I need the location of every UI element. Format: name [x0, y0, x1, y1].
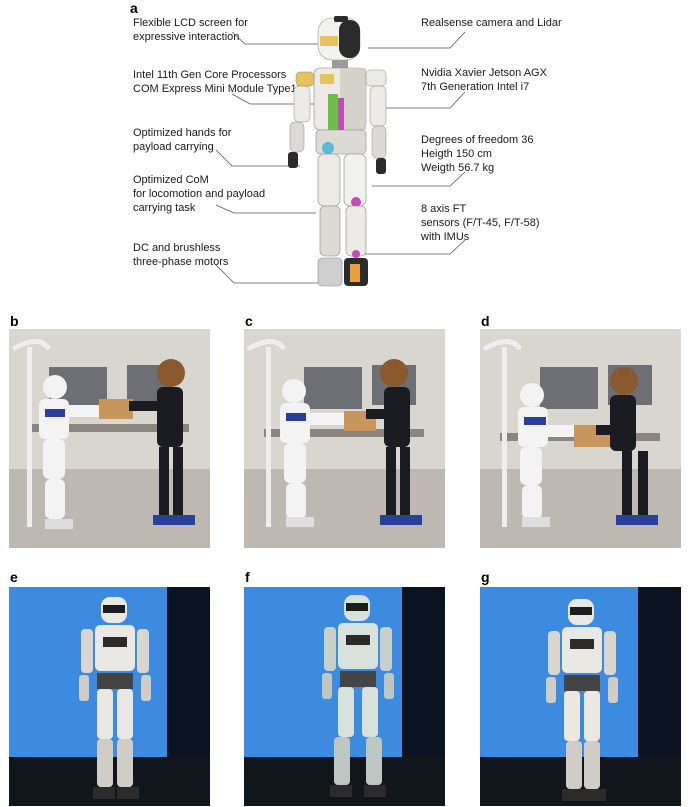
panel-letter-d: d: [481, 313, 490, 329]
label-intel-processor: Intel 11th Gen Core Processors COM Expre…: [133, 69, 303, 95]
panel-letter-b: b: [10, 313, 19, 329]
photo-stage-f: [244, 587, 445, 806]
callout-lines: [215, 31, 466, 284]
panel-letter-e: e: [10, 569, 18, 585]
label-nvidia: Nvidia Xavier Jetson AGX 7th Generation …: [421, 67, 547, 93]
photo-handover-d: [480, 329, 681, 548]
label-motors: DC and brushless three-phase motors: [133, 242, 229, 268]
panel-letter-f: f: [245, 569, 250, 585]
label-ft-sensors: 8 axis FT sensors (F/T-45, F/T-58) with …: [421, 203, 540, 243]
label-optimized-com: Optimized CoM for locomotion and payload…: [133, 174, 266, 214]
panel-letter-a: a: [130, 0, 138, 16]
panel-letter-g: g: [481, 569, 490, 585]
label-optimized-hands: Optimized hands for payload carrying: [133, 127, 232, 153]
photo-handover-b: [9, 329, 210, 548]
photo-stage-e: [9, 587, 210, 806]
photo-handover-c: [244, 329, 445, 548]
robot-illustration: [288, 16, 387, 287]
label-dof: Degrees of freedom 36 Heigth 150 cm Weig…: [421, 134, 534, 174]
label-realsense: Realsense camera and Lidar: [421, 17, 562, 29]
photo-stage-g: [480, 587, 681, 806]
label-lcd-screen: Flexible LCD screen for expressive inter…: [133, 17, 248, 43]
panel-letter-c: c: [245, 313, 253, 329]
